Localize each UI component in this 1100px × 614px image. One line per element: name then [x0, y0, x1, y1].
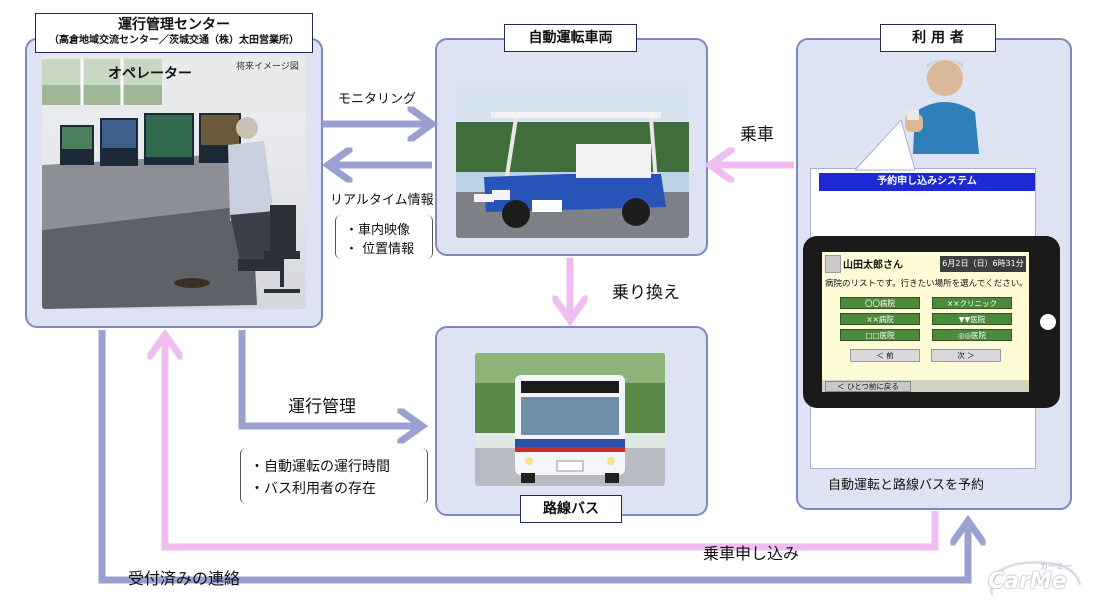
realtime-item: ・車内映像	[345, 223, 411, 238]
logo-kana: カーミー	[1040, 562, 1072, 571]
realtime-label: リアルタイム情報	[330, 193, 434, 208]
operator-label: オペレーター	[108, 66, 192, 82]
user-caption: 自動運転と路線バスを予約	[828, 478, 985, 493]
logo-text: CarMe	[988, 569, 1067, 594]
operation-center-title: 運行管理センター	[118, 17, 230, 33]
operator-photo: オペレーター 将来イメージ図	[42, 55, 306, 309]
operation-item: ・バス利用者の存在	[250, 481, 376, 497]
monitoring-label: モニタリング	[338, 92, 417, 107]
user-title: 利 用 者	[880, 24, 996, 52]
tablet-header: 山田太郎さん 6月2日（日）6時31分	[822, 255, 1029, 273]
operation-center-title-box: 運行管理センター （高倉地域交流センター／茨城交通（株）太田営業所）	[35, 13, 313, 53]
autonomous-vehicle-photo	[456, 82, 689, 238]
prev-button[interactable]: ＜ 前	[850, 349, 920, 362]
next-button[interactable]: 次 ＞	[931, 349, 1001, 362]
realtime-item: ・ 位置情報	[345, 242, 415, 257]
tablet-message: 病院のリストです。行きたい場所を選んでください。	[825, 279, 1028, 289]
operation-center-subtitle: （高倉地域交流センター／茨城交通（株）太田営業所）	[49, 35, 299, 46]
carme-logo: カーミー CarMe	[984, 557, 1084, 597]
speech-callout	[855, 120, 915, 171]
vehicle-title: 自動運転車両	[504, 24, 637, 52]
transfer-label: 乗り換え	[612, 283, 680, 303]
user-avatar	[825, 255, 841, 273]
realtime-bracket	[335, 215, 433, 259]
tablet-home-button	[1040, 314, 1056, 330]
accepted-label: 受付済みの連絡	[128, 569, 241, 588]
option-button[interactable]: □□医院	[840, 329, 920, 341]
reservation-system-label: 予約申し込みシステム	[819, 173, 1035, 191]
tablet-device: 山田太郎さん 6月2日（日）6時31分 病院のリストです。行きたい場所を選んでく…	[803, 236, 1060, 408]
option-button[interactable]: ◎◎医院	[932, 329, 1012, 341]
ride-request-label: 乗車申し込み	[703, 544, 800, 563]
operation-item: ・自動運転の運行時間	[250, 459, 390, 475]
option-button[interactable]: 〇〇病院	[840, 297, 920, 309]
option-button[interactable]: ▼▼医院	[932, 313, 1012, 325]
option-button[interactable]: ××クリニック	[932, 297, 1012, 309]
operation-label: 運行管理	[288, 397, 356, 417]
bus-title: 路線バス	[520, 495, 622, 523]
user-photo	[905, 52, 985, 154]
tablet-screen: 山田太郎さん 6月2日（日）6時31分 病院のリストです。行きたい場所を選んでく…	[822, 252, 1029, 392]
route-bus-photo	[475, 353, 665, 486]
back-button[interactable]: ＜ ひとつ前に戻る	[825, 381, 911, 392]
boarding-label: 乗車	[740, 125, 774, 145]
tablet-user-name: 山田太郎さん	[843, 260, 903, 271]
option-button[interactable]: ××病院	[840, 313, 920, 325]
future-image-note: 将来イメージ図	[236, 62, 299, 72]
tablet-datetime: 6月2日（日）6時31分	[940, 256, 1026, 272]
